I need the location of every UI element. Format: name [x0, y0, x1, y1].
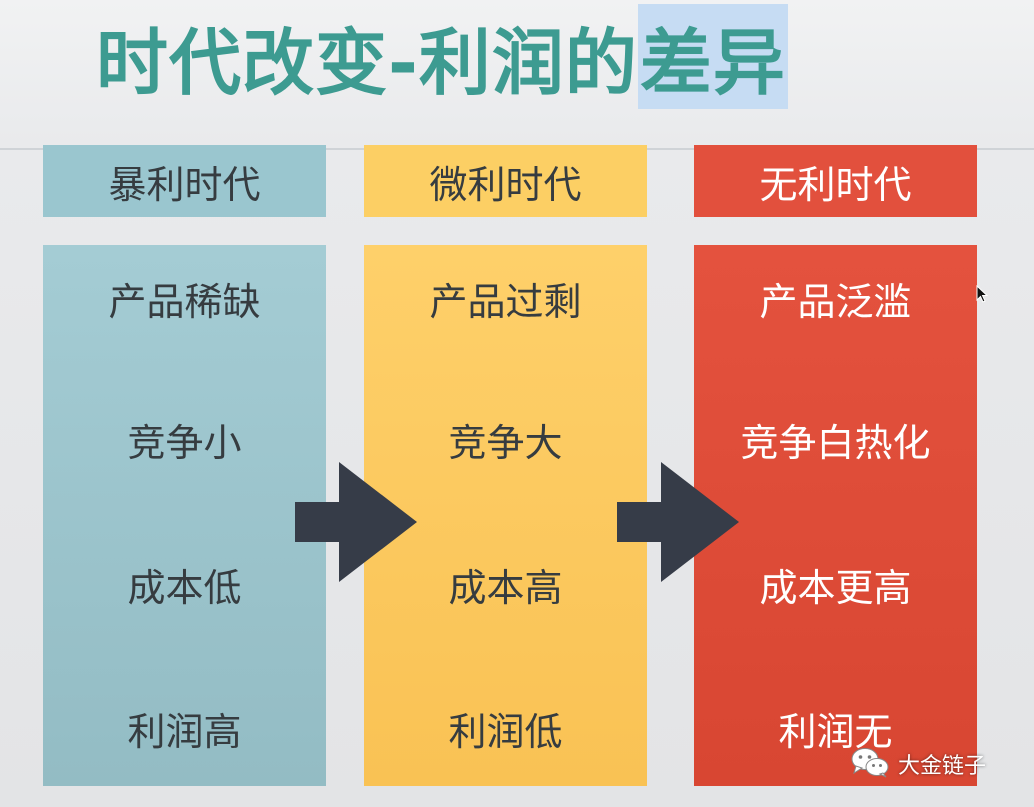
column-2-item-1: 产品过剩	[429, 280, 582, 324]
watermark-text: 大金链子	[898, 754, 987, 779]
watermark: 大金链子	[850, 746, 986, 782]
mouse-cursor-icon	[976, 284, 989, 303]
column-2-item-2: 竞争大	[448, 421, 563, 465]
wechat-icon	[850, 746, 890, 782]
column-1-item-2: 竞争小	[127, 421, 242, 465]
column-header-1: 暴利时代	[43, 145, 326, 217]
column-3-item-2: 竞争白热化	[740, 421, 931, 465]
column-3-item-1: 产品泛滥	[759, 280, 912, 324]
column-3-item-3: 成本更高	[759, 566, 912, 610]
right-arrow-icon	[295, 462, 417, 582]
column-1-item-3: 成本低	[127, 566, 242, 610]
title-main-text: 时代改变-利润的	[96, 20, 638, 105]
right-arrow-icon	[617, 462, 739, 582]
column-1-item-4: 利润高	[127, 710, 242, 754]
slide-title: 时代改变-利润的差异	[96, 3, 788, 109]
column-header-3: 无利时代	[694, 145, 977, 217]
column-body-3: 产品泛滥 竞争白热化 成本更高 利润无	[694, 245, 977, 786]
column-2-item-3: 成本高	[448, 566, 563, 610]
column-body-2: 产品过剩 竞争大 成本高 利润低	[364, 245, 647, 786]
column-body-1: 产品稀缺 竞争小 成本低 利润高	[43, 245, 326, 786]
column-header-2: 微利时代	[364, 145, 647, 217]
title-highlighted-text: 差异	[637, 3, 788, 109]
column-1-item-1: 产品稀缺	[108, 280, 261, 324]
column-3-item-4: 利润无	[778, 710, 893, 754]
column-2-item-4: 利润低	[448, 710, 563, 754]
